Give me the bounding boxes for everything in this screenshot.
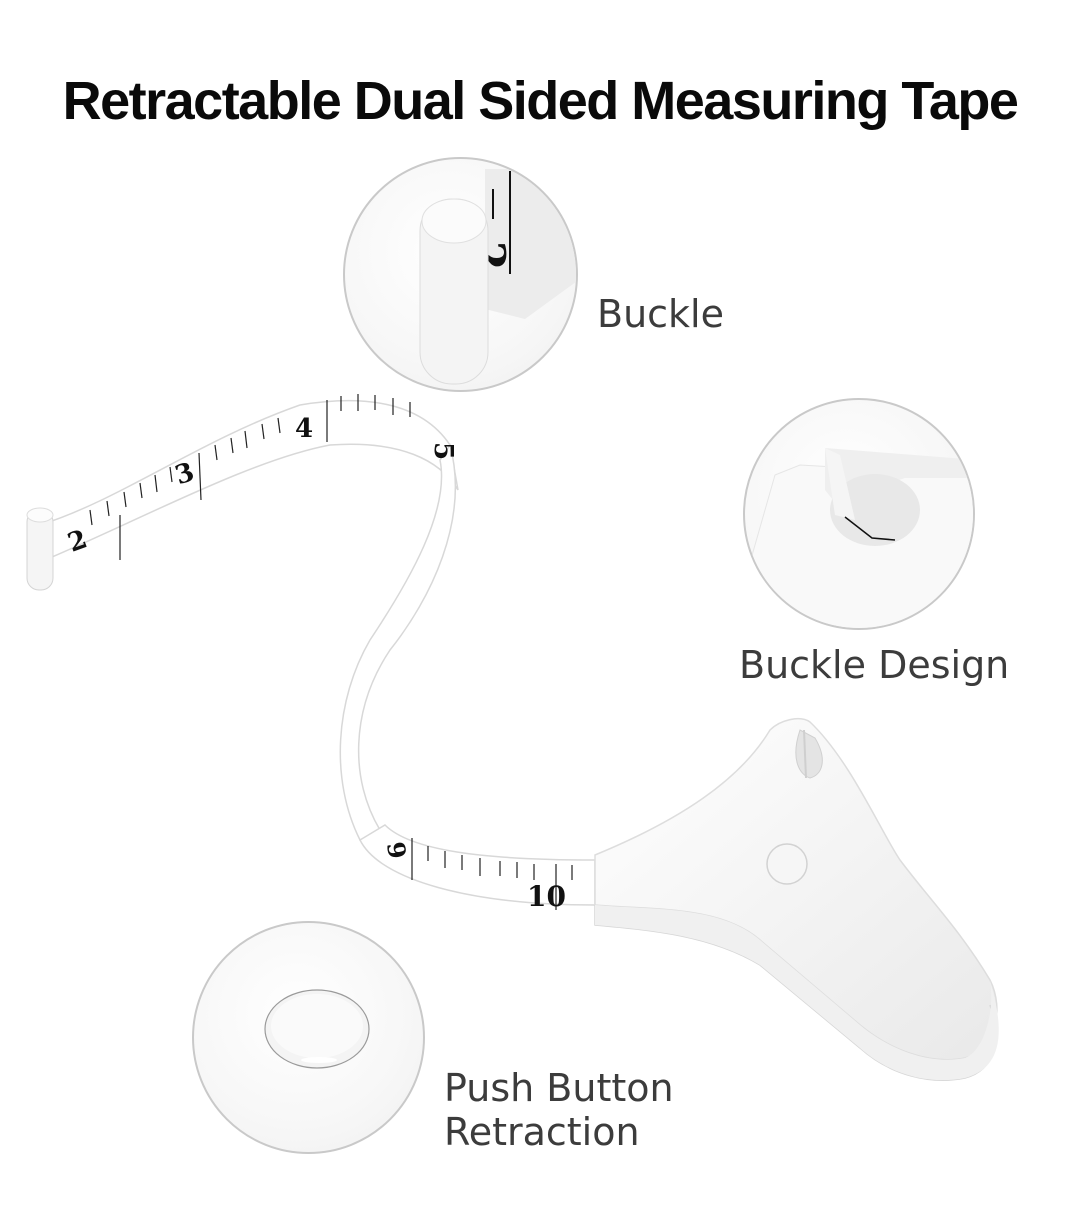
push-button-label-line1: Push Button (444, 1066, 674, 1110)
buckle-slot-icon (745, 448, 973, 628)
buckle-closeup-circle: 2 (343, 157, 578, 392)
tape-number-5: 5 (428, 442, 458, 460)
buckle-design-label: Buckle Design (739, 643, 1010, 687)
tape-number-9: 9 (381, 840, 412, 861)
buckle-icon: 2 (419, 169, 576, 385)
tape-number-2: 2 (64, 524, 91, 558)
buckle-label: Buckle (597, 292, 724, 336)
page-title: Retractable Dual Sided Measuring Tape (62, 71, 1019, 131)
tape-number-10: 10 (527, 880, 566, 913)
tape-number-3: 3 (171, 457, 197, 491)
push-button-retraction-label: Push Button Retraction (444, 1066, 674, 1154)
push-button-icon (264, 989, 370, 1069)
buckle-design-circle (743, 398, 975, 630)
body-push-button (766, 843, 808, 885)
push-button-label-line2: Retraction (444, 1110, 640, 1154)
tape-number-4: 4 (295, 414, 313, 444)
push-button-circle (192, 921, 425, 1154)
